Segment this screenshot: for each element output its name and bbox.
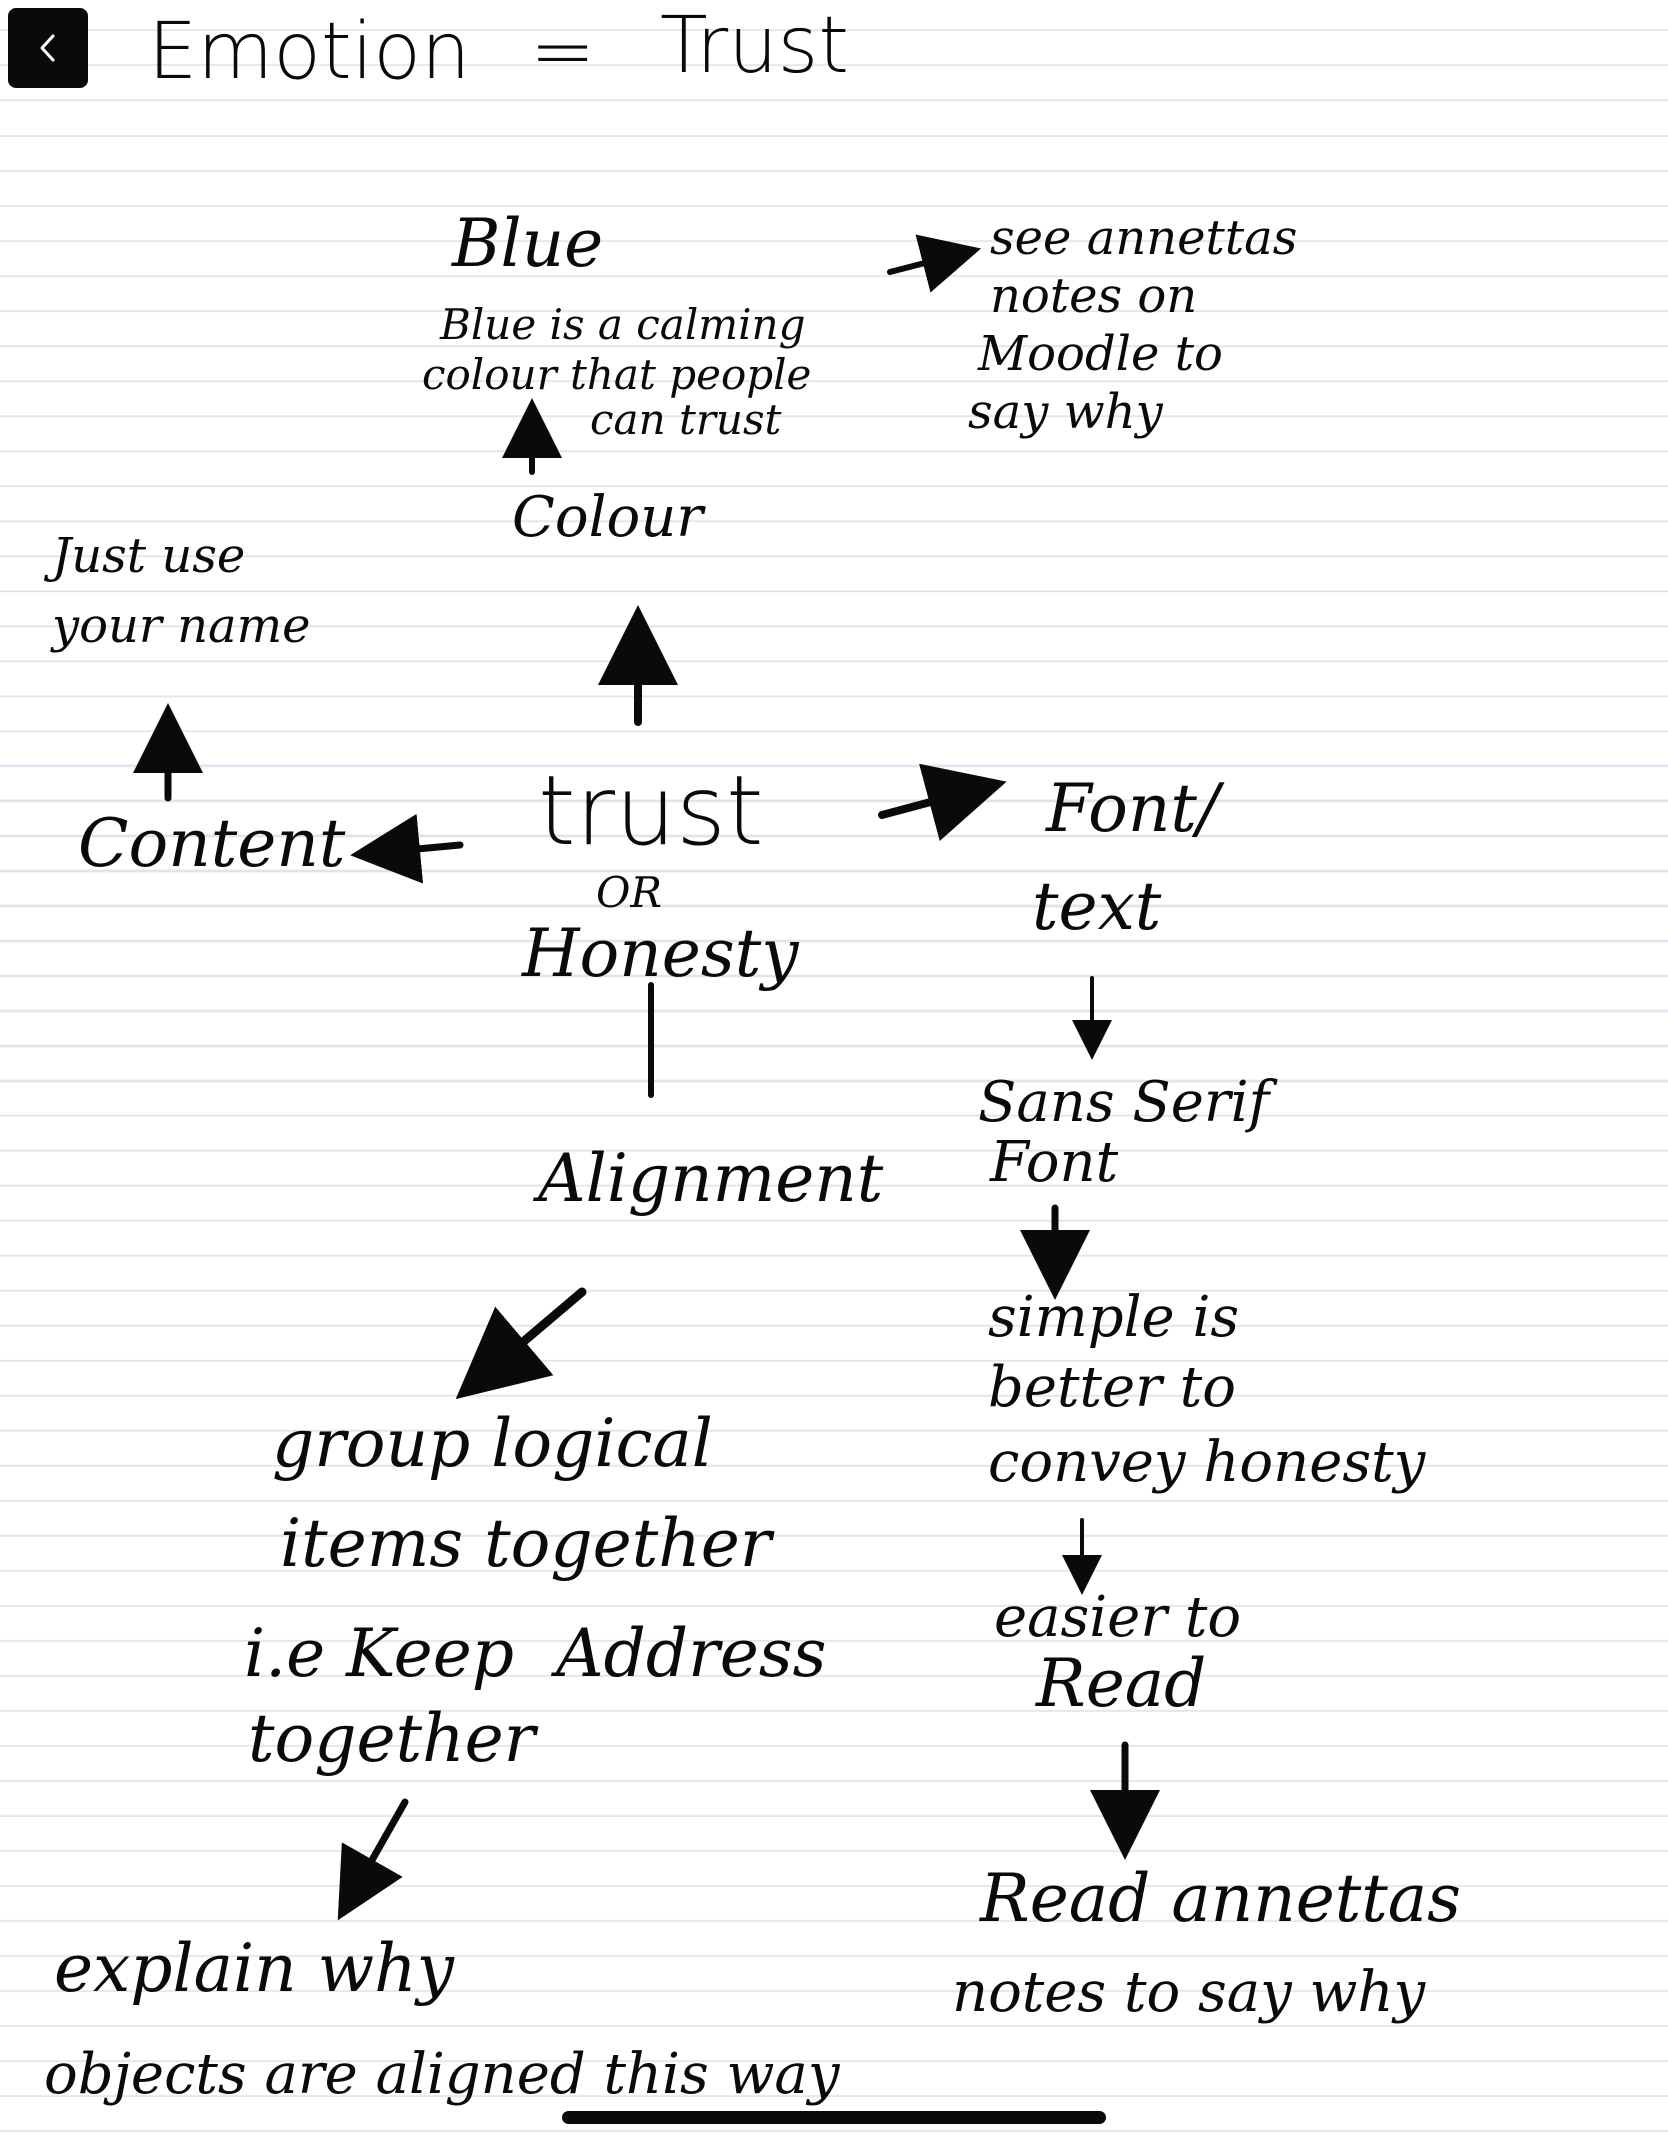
note-title-equals: = (530, 7, 596, 97)
note-keep-line-2: together (248, 1700, 536, 1777)
note-blue-desc-line-1: Blue is a calming (440, 300, 806, 349)
arrow-trust-to-font (878, 763, 1007, 841)
note-just-use-line-2: your name (52, 598, 311, 654)
arrow-to-see-notes (887, 234, 982, 293)
note-keep-line-1: i.e Keep Address (244, 1615, 827, 1692)
note-alignment-label: Alignment (538, 1140, 884, 1217)
chevron-left-icon (33, 28, 63, 68)
note-colour-label: Colour (512, 485, 704, 550)
note-center-honesty: Honesty (522, 915, 799, 992)
note-center-trust: trust (538, 755, 764, 867)
note-group-line-1: group logical (272, 1405, 713, 1482)
note-just-use-line-1: Just use (52, 528, 246, 584)
note-see-annettas-line-2: notes on (990, 268, 1198, 324)
note-read-annettas-line-2: notes to say why (952, 1960, 1426, 2025)
note-simple-line-1: simple is (988, 1285, 1240, 1350)
note-blue-heading: Blue (452, 205, 604, 282)
note-center-or: OR (596, 868, 663, 917)
note-easier-line-2: Read (1036, 1645, 1207, 1722)
arrow-trust-to-content (350, 813, 464, 884)
note-see-annettas-line-4: say why (968, 384, 1163, 440)
note-font-text-line-2: text (1032, 868, 1162, 945)
note-easier-line-1: easier to (994, 1585, 1242, 1650)
note-see-annettas-line-1: see annettas (990, 210, 1298, 266)
note-simple-line-3: convey honesty (988, 1430, 1426, 1495)
note-explain-line-1: explain why (54, 1930, 454, 2007)
note-read-annettas-line-1: Read annettas (980, 1860, 1462, 1937)
home-indicator[interactable] (562, 2111, 1106, 2124)
note-content-label: Content (78, 805, 346, 882)
note-blue-desc-line-3: can trust (590, 395, 782, 444)
note-simple-line-2: better to (988, 1355, 1236, 1420)
arrow-alignment-to-group (455, 1287, 587, 1400)
note-title-trust: Trust (660, 1, 849, 91)
back-button[interactable] (8, 8, 88, 88)
arrow-keep-to-explain (337, 1798, 409, 1921)
note-font-text-line-1: Font/ (1046, 770, 1220, 847)
note-blue-desc-line-2: colour that people (422, 350, 812, 399)
note-sans-serif-line-2: Font (990, 1130, 1119, 1195)
note-group-line-2: items together (280, 1505, 772, 1582)
note-explain-line-2: objects are aligned this way (44, 2042, 840, 2107)
note-title-emotion: Emotion (148, 7, 471, 97)
note-sans-serif-line-1: Sans Serif (978, 1070, 1270, 1135)
note-see-annettas-line-3: Moodle to (978, 326, 1223, 382)
